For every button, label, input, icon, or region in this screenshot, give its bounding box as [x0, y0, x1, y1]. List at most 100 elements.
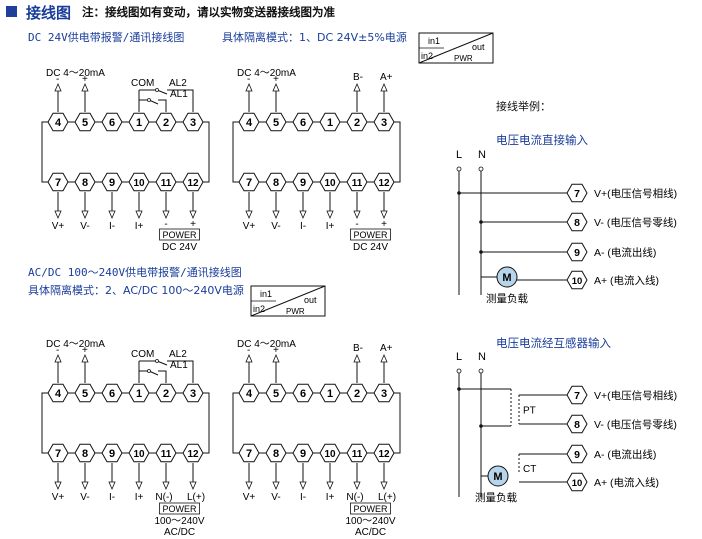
- block-2-terminal-7-label: 7: [246, 177, 252, 189]
- block-3-power-box: [159, 502, 200, 515]
- block-4-arrow-b4-head: [353, 481, 361, 491]
- wiring-2-row-2-label: A- (电流出线): [594, 448, 656, 461]
- block-1-bottom-3: I+: [135, 221, 144, 232]
- block-1-arrow-b5-head: [189, 210, 197, 220]
- block-1-al1-label: AL1: [170, 89, 188, 100]
- section1-title: DC 24V供电带报警/通讯接线图: [28, 31, 185, 44]
- block-3-bottom-2: I-: [109, 492, 115, 503]
- block-4-terminal-9-shape: [292, 443, 314, 463]
- block-1-terminal-6-shape: [101, 112, 123, 132]
- block-1-terminal-6-label: 6: [109, 117, 115, 129]
- block-3-terminal-12-label: 12: [187, 449, 199, 460]
- block-4-n-minus: N(-): [346, 492, 363, 503]
- block-3-arrow-4-head: [54, 353, 62, 363]
- wiring-2-ct-label: CT: [523, 464, 536, 475]
- block-3-arrow-b1-head: [81, 481, 89, 491]
- wiring-1-row-1-label: V- (电压信号零线): [594, 216, 677, 229]
- block-2-frame-right: [392, 121, 401, 183]
- wiring-1-row-2-label: A- (电流出线): [594, 246, 656, 259]
- block-3-terminal-2-label: 2: [163, 388, 169, 400]
- wiring-2-L: L: [456, 351, 462, 363]
- block-4-bottom-1: V-: [271, 492, 280, 503]
- block-4-terminal-7-shape: [238, 443, 260, 463]
- block-1-bottom-1: V-: [80, 221, 89, 232]
- block-2-terminal-5-label: 5: [273, 117, 279, 129]
- block-3-terminal-9-shape: [101, 443, 123, 463]
- block-3-terminal-7-label: 7: [55, 448, 61, 460]
- block-1-terminal-11-shape: [155, 172, 177, 192]
- block-2-pol-plus: +: [381, 219, 387, 230]
- block-4-terminal-2-shape: [346, 383, 368, 403]
- block-1-terminal-4-shape: [47, 112, 69, 132]
- block-1-minus: -: [56, 74, 59, 85]
- block-3-arrow-b2-head: [108, 481, 116, 491]
- block-1-terminal-3-label: 3: [190, 117, 196, 129]
- block-2-bottom-1: V-: [271, 221, 280, 232]
- block-2-terminal-12-shape: [373, 172, 395, 192]
- block-2-terminal-9-shape: [292, 172, 314, 192]
- block-4-terminal-6-shape: [292, 383, 314, 403]
- block-3-al1-wire: [158, 370, 167, 383]
- block-1-terminal-5-label: 5: [82, 117, 88, 129]
- block-2-bottom-2: I-: [300, 221, 306, 232]
- wiring-2-load: 测量负载: [475, 491, 517, 504]
- block-4-power-label: POWER: [353, 504, 388, 514]
- wiring-1-N: N: [478, 149, 486, 161]
- block-4-frame-right: [392, 392, 401, 454]
- block-1-pol-plus: +: [190, 219, 196, 230]
- block-4-terminal-12-label: 12: [378, 449, 390, 460]
- block-1-al2-dot: [155, 88, 159, 92]
- block-2-arrow-b5-head: [380, 210, 388, 220]
- block-1-power-label: POWER: [162, 230, 197, 240]
- block-4-terminal-4-shape: [238, 383, 260, 403]
- block-2-arrow-b3-head: [326, 210, 334, 220]
- block-3-terminal-4-label: 4: [55, 388, 62, 400]
- box2-pwr: PWR: [286, 307, 305, 316]
- wiring-1-motor: [496, 266, 518, 288]
- block-3-terminal-12-shape: [182, 443, 204, 463]
- block-3-terminal-6-label: 6: [109, 388, 115, 400]
- wiring-2-N-dot: [478, 368, 484, 374]
- direct-input-title: 电压电流直接输入: [496, 133, 588, 147]
- wiring-2-term-10-label: 10: [572, 478, 583, 489]
- block-3-al2-wire: [167, 360, 194, 383]
- block-4-terminal-1-shape: [319, 383, 341, 403]
- box1-in1: in1: [428, 36, 440, 46]
- block-2-terminal-12-label: 12: [378, 178, 390, 189]
- block-1-al1-dot: [147, 98, 151, 102]
- block-2-arrow-b4-head: [353, 210, 361, 220]
- block-3-terminal-3-label: 3: [190, 388, 196, 400]
- block-3-ac-range: 100～240V: [154, 516, 204, 527]
- block-2-terminal-3-shape: [373, 112, 395, 132]
- block-3-terminal-6-shape: [101, 383, 123, 403]
- wiring-1-row-0-label: V+(电压信号相线): [594, 187, 677, 200]
- block-3-plus: +: [82, 345, 88, 356]
- block-3-terminal-8-shape: [74, 443, 96, 463]
- block-3-acdc: AC/DC: [164, 527, 195, 538]
- wiring-2-row-0-label: V+(电压信号相线): [594, 389, 677, 402]
- block-1-al2-wire: [167, 89, 194, 112]
- block-1-arrow-b0-head: [54, 210, 62, 220]
- block-4-arrow-b3-head: [326, 481, 334, 491]
- wiring-1-L-dot: [456, 166, 462, 172]
- wiring-2-term-8-label: 8: [574, 419, 580, 431]
- block-3-terminal-1-shape: [128, 383, 150, 403]
- box1-out: out: [472, 42, 485, 52]
- block-3-terminal-5-label: 5: [82, 388, 88, 400]
- block-4-arrow-4-head: [245, 353, 253, 363]
- block-2-plus: +: [273, 74, 279, 85]
- box2-in2: in2: [253, 304, 265, 314]
- block-1-terminal-7-shape: [47, 172, 69, 192]
- block-3-terminal-5-shape: [74, 383, 96, 403]
- block-2-terminal-10-label: 10: [324, 178, 336, 189]
- block-3-terminal-9-label: 9: [109, 448, 115, 460]
- block-2-pol-minus: -: [355, 219, 358, 230]
- block-2-terminal-11-shape: [346, 172, 368, 192]
- block-4-terminal-5-label: 5: [273, 388, 279, 400]
- header-bullet: [6, 6, 17, 17]
- block-4-terminal-11-label: 11: [352, 449, 363, 460]
